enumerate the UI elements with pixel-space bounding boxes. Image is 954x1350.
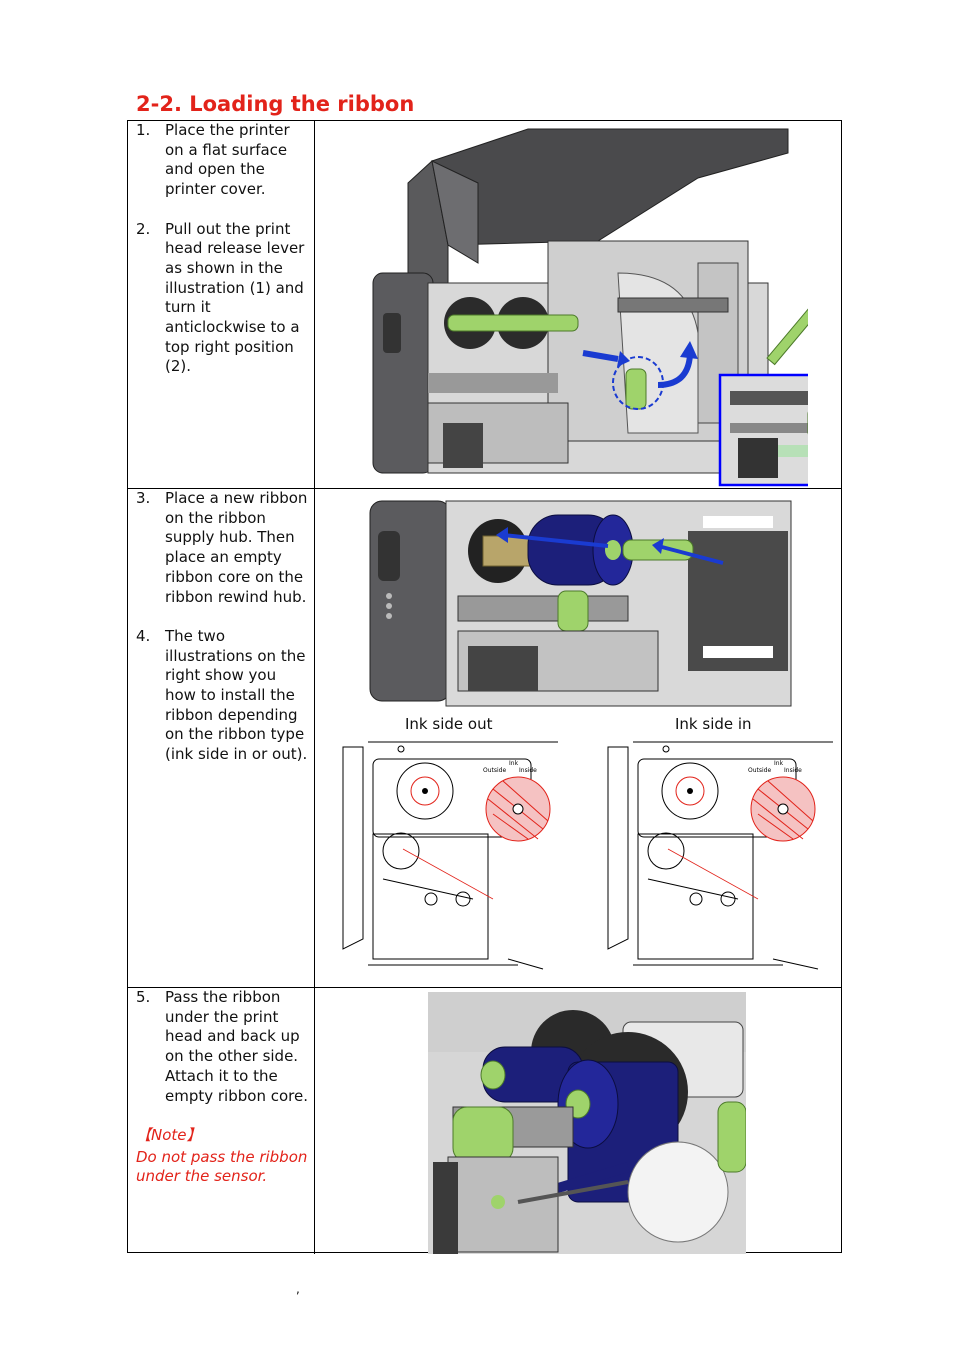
table-row-3: 5.Pass the ribbon under the print head a… bbox=[128, 987, 841, 1254]
outside-text: Outside bbox=[483, 767, 506, 774]
steps-column-1: 1.Place the printer on a flat surface an… bbox=[136, 121, 308, 377]
ink-text: Ink bbox=[509, 760, 519, 767]
ink-side-in-label: Ink side in bbox=[675, 715, 752, 733]
table-row-2: 3.Place a new ribbon on the ribbon suppl… bbox=[128, 488, 841, 988]
step-3: 3.Place a new ribbon on the ribbon suppl… bbox=[136, 489, 308, 606]
ink-side-out-label: Ink side out bbox=[405, 715, 493, 733]
inside-text-2: Inside bbox=[784, 767, 802, 774]
ribbon-placement-illustration bbox=[369, 500, 792, 707]
note-text: Do not pass the ribbon under the sensor. bbox=[136, 1147, 308, 1186]
note-heading: 【Note】 bbox=[136, 1125, 202, 1144]
outside-text-2: Outside bbox=[748, 767, 771, 774]
ribbon-threading-illustration bbox=[428, 992, 746, 1254]
step-2: 2.Pull out the print head release lever … bbox=[136, 219, 305, 376]
ink-side-out-diagram: Outside Ink Inside bbox=[342, 741, 558, 970]
table-row-1: 1.Place the printer on a flat surface an… bbox=[128, 121, 841, 489]
printer-open-cover-illustration bbox=[372, 128, 808, 487]
ink-text-2: Ink bbox=[774, 760, 784, 767]
instruction-table: 1.Place the printer on a flat surface an… bbox=[127, 120, 842, 1254]
page-title: 2-2. Loading the ribbon bbox=[136, 92, 415, 116]
step-4: 4.The two illustrations on the right sho… bbox=[136, 626, 308, 764]
inside-text: Inside bbox=[519, 767, 537, 774]
step-1: 1.Place the printer on a flat surface an… bbox=[136, 121, 290, 199]
footer-mark: , bbox=[296, 1282, 300, 1296]
step-5: 5.Pass the ribbon under the print head a… bbox=[136, 988, 308, 1105]
steps-column-2: 3.Place a new ribbon on the ribbon suppl… bbox=[136, 489, 308, 765]
steps-column-3: 5.Pass the ribbon under the print head a… bbox=[136, 988, 308, 1187]
ink-side-in-diagram: Outside Ink Inside bbox=[607, 741, 833, 970]
